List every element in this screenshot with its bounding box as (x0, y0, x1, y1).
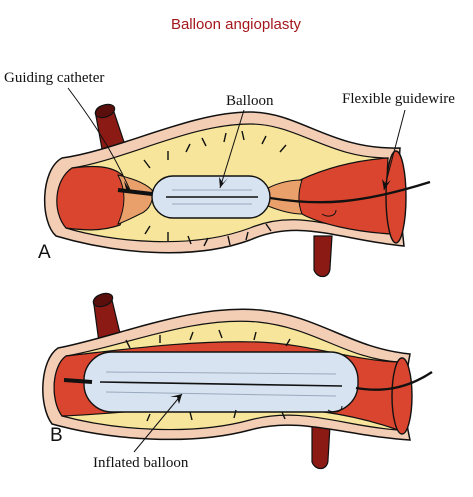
vessel-opening-b (391, 357, 413, 435)
label-flexible-guidewire: Flexible guidewire (342, 91, 455, 107)
panel-letter-b: B (50, 425, 63, 446)
guiding-catheter-b (63, 378, 93, 384)
leader-flexible-guidewire-arrow (382, 179, 391, 190)
branch-vessel-top-b-opening (92, 292, 114, 308)
label-inflated-balloon: Inflated balloon (93, 455, 189, 471)
guidewire-tip-b (327, 405, 343, 413)
guidewire-tip-a (321, 209, 337, 217)
leader-flexible-guidewire (383, 109, 406, 191)
lumen-right-stenosis-a (267, 179, 303, 215)
panel-b (42, 292, 433, 470)
figure-title: Balloon angioplasty (171, 16, 302, 33)
balloon-fold-top-b (105, 371, 337, 375)
leader-guiding-catheter (67, 87, 131, 191)
panel-letter-a: A (38, 242, 51, 263)
balloon-fold-bottom-b (105, 391, 337, 397)
leader-balloon (219, 109, 245, 189)
leader-inflated-balloon-arrow (170, 394, 182, 404)
balloon-inner-line-b (99, 381, 343, 387)
leader-inflated-balloon (133, 393, 183, 453)
leader-balloon-arrow (219, 177, 228, 188)
guiding-catheter-a (117, 188, 153, 196)
guidewire-a (269, 180, 431, 204)
lumen-left-a (56, 165, 127, 231)
label-balloon: Balloon (226, 93, 274, 109)
guidewire-b (355, 371, 433, 391)
label-guiding-catheter: Guiding catheter (4, 70, 104, 86)
panel-a (44, 103, 431, 278)
branch-vessel-top-a-opening (94, 103, 116, 119)
branch-vessel-bottom-b (311, 425, 331, 470)
leader-guiding-catheter-arrow (119, 181, 130, 190)
plaque-fissures-b (125, 329, 291, 422)
plaque-fissures-a (143, 130, 287, 247)
branch-vessel-bottom-a (313, 235, 333, 278)
vessel-opening-a (385, 150, 407, 244)
